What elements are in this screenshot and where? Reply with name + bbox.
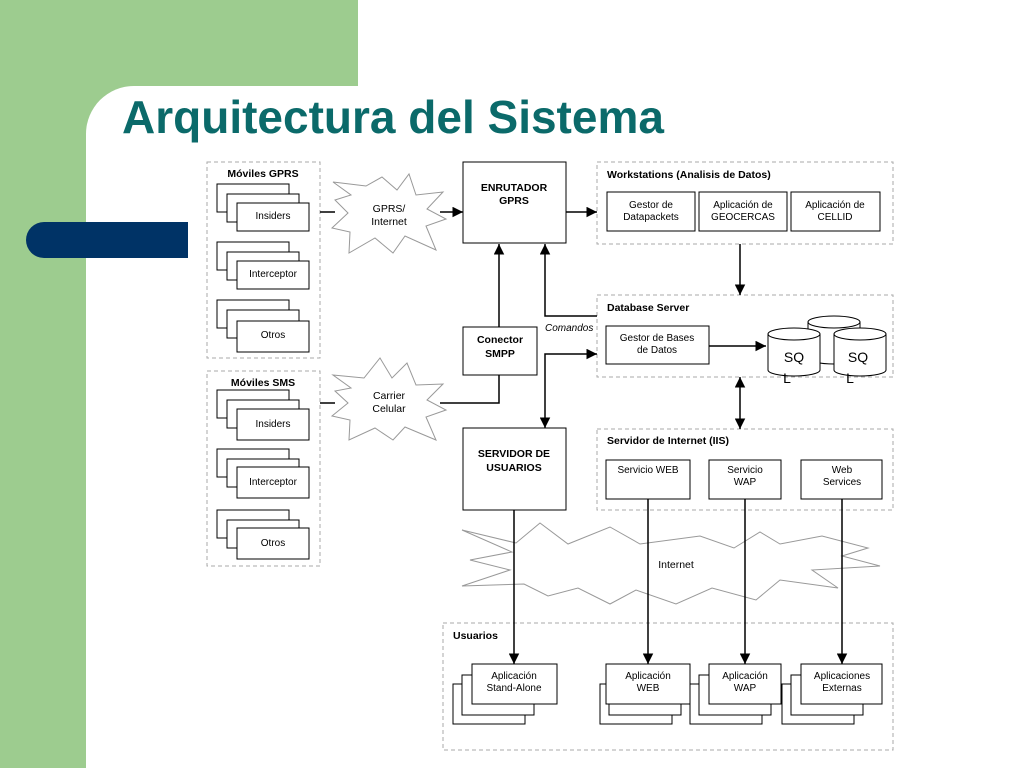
geocercas-line1: Aplicación de (713, 200, 773, 211)
moviles-gprs-group (206, 161, 321, 359)
enrutador-label-line2: GPRS (499, 195, 529, 207)
comandos-arrow (539, 244, 597, 317)
workstations-title: Workstations (Analisis de Datos) (607, 169, 771, 181)
aplicacion-cellid-box (790, 191, 881, 232)
sms-insiders-box (236, 408, 310, 441)
gestor-datapackets-line1: Gestor de (629, 200, 673, 211)
gprs-insiders-box (236, 202, 310, 232)
aplicacion-wap-box (708, 663, 782, 705)
gprs-insiders-label: Insiders (255, 211, 290, 222)
moviles-sms-title: Móviles SMS (231, 377, 295, 389)
gprs-internet-cloud (330, 172, 448, 254)
standalone-line2: Stand-Alone (486, 683, 541, 694)
app-wap-line1: Aplicación (722, 671, 768, 682)
gprs-interceptor-box (236, 260, 310, 290)
sql-right-line1: SQ (848, 349, 868, 365)
app-web-line2: WEB (637, 683, 660, 694)
moviles-sms-group (206, 370, 321, 567)
sms-interceptor-label: Interceptor (249, 477, 297, 488)
conector-label-line2: SMPP (485, 348, 515, 360)
internet-cloud-label: Internet (658, 559, 694, 571)
sms-otros-label: Otros (261, 538, 285, 549)
comandos-label: Comandos (545, 323, 593, 334)
servicio-wap-line1: Servicio (727, 465, 763, 476)
database-server-title: Database Server (607, 302, 689, 314)
gestor-bases-line1: Gestor de Bases (620, 333, 694, 344)
conector-label-line1: Conector (477, 334, 523, 346)
app-web-line1: Aplicación (625, 671, 671, 682)
navy-accent-bar (26, 222, 188, 258)
gprs-interceptor-label: Interceptor (249, 269, 297, 280)
servicio-web-box (605, 459, 691, 500)
standalone-line1: Aplicación (491, 671, 537, 682)
enrutador-gprs-box (462, 161, 567, 244)
gestor-bases-datos-box (605, 325, 710, 365)
gprs-otros-box (236, 320, 310, 353)
gestor-datapackets-box (606, 191, 696, 232)
sql-database-icon-left (767, 327, 821, 377)
enrutador-label-line1: ENRUTADOR (481, 182, 548, 194)
sms-otros-box (236, 527, 310, 560)
sms-interceptor-box (236, 466, 310, 499)
gestor-datapackets-line2: Datapackets (623, 212, 679, 223)
servidor-usuarios-box (462, 427, 567, 511)
web-services-box (800, 459, 883, 500)
moviles-gprs-title: Móviles GPRS (227, 168, 298, 180)
carrier-to-conector-line (440, 375, 500, 404)
servicio-wap-line2: WAP (734, 477, 757, 488)
usuarios-group (442, 622, 894, 751)
sql-database-icon-right (833, 327, 887, 377)
carrier-celular-cloud (330, 357, 448, 441)
app-wap-line2: WAP (734, 683, 757, 694)
gprs-otros-label: Otros (261, 330, 285, 341)
database-servidor-usuarios-arrow (539, 348, 597, 428)
sql-left-line2: L (783, 370, 791, 386)
externas-line1: Aplicaciones (814, 671, 870, 682)
gestor-bases-line2: de Datos (637, 345, 677, 356)
aplicacion-web-box (605, 663, 691, 705)
gprs-cloud-label-line1: GPRS/ (373, 203, 406, 215)
page-title: Arquitectura del Sistema (122, 91, 664, 143)
servidor-usuarios-label-line1: SERVIDOR DE (478, 448, 550, 460)
workstations-group (596, 161, 894, 245)
carrier-cloud-label-line1: Carrier (373, 390, 406, 402)
servicio-web-label: Servicio WEB (617, 465, 678, 476)
servidor-usuarios-label-line2: USUARIOS (486, 462, 541, 474)
web-services-line1: Web (832, 465, 853, 476)
servidor-internet-title: Servidor de Internet (IIS) (607, 435, 729, 447)
cellid-line2: CELLID (817, 212, 852, 223)
carrier-cloud-label-line2: Celular (372, 403, 406, 415)
cellid-line1: Aplicación de (805, 200, 865, 211)
externas-line2: Externas (822, 683, 861, 694)
sms-insiders-label: Insiders (255, 419, 290, 430)
sql-left-line1: SQ (784, 349, 804, 365)
gprs-cloud-label-line2: Internet (371, 216, 407, 228)
aplicacion-geocercas-box (698, 191, 788, 232)
sql-right-line2: L (846, 370, 854, 386)
web-services-line2: Services (823, 477, 861, 488)
usuarios-title: Usuarios (453, 630, 498, 642)
aplicaciones-externas-box (800, 663, 883, 705)
geocercas-line2: GEOCERCAS (711, 212, 775, 223)
servicio-wap-box (708, 459, 782, 500)
conector-smpp-box (462, 326, 538, 376)
